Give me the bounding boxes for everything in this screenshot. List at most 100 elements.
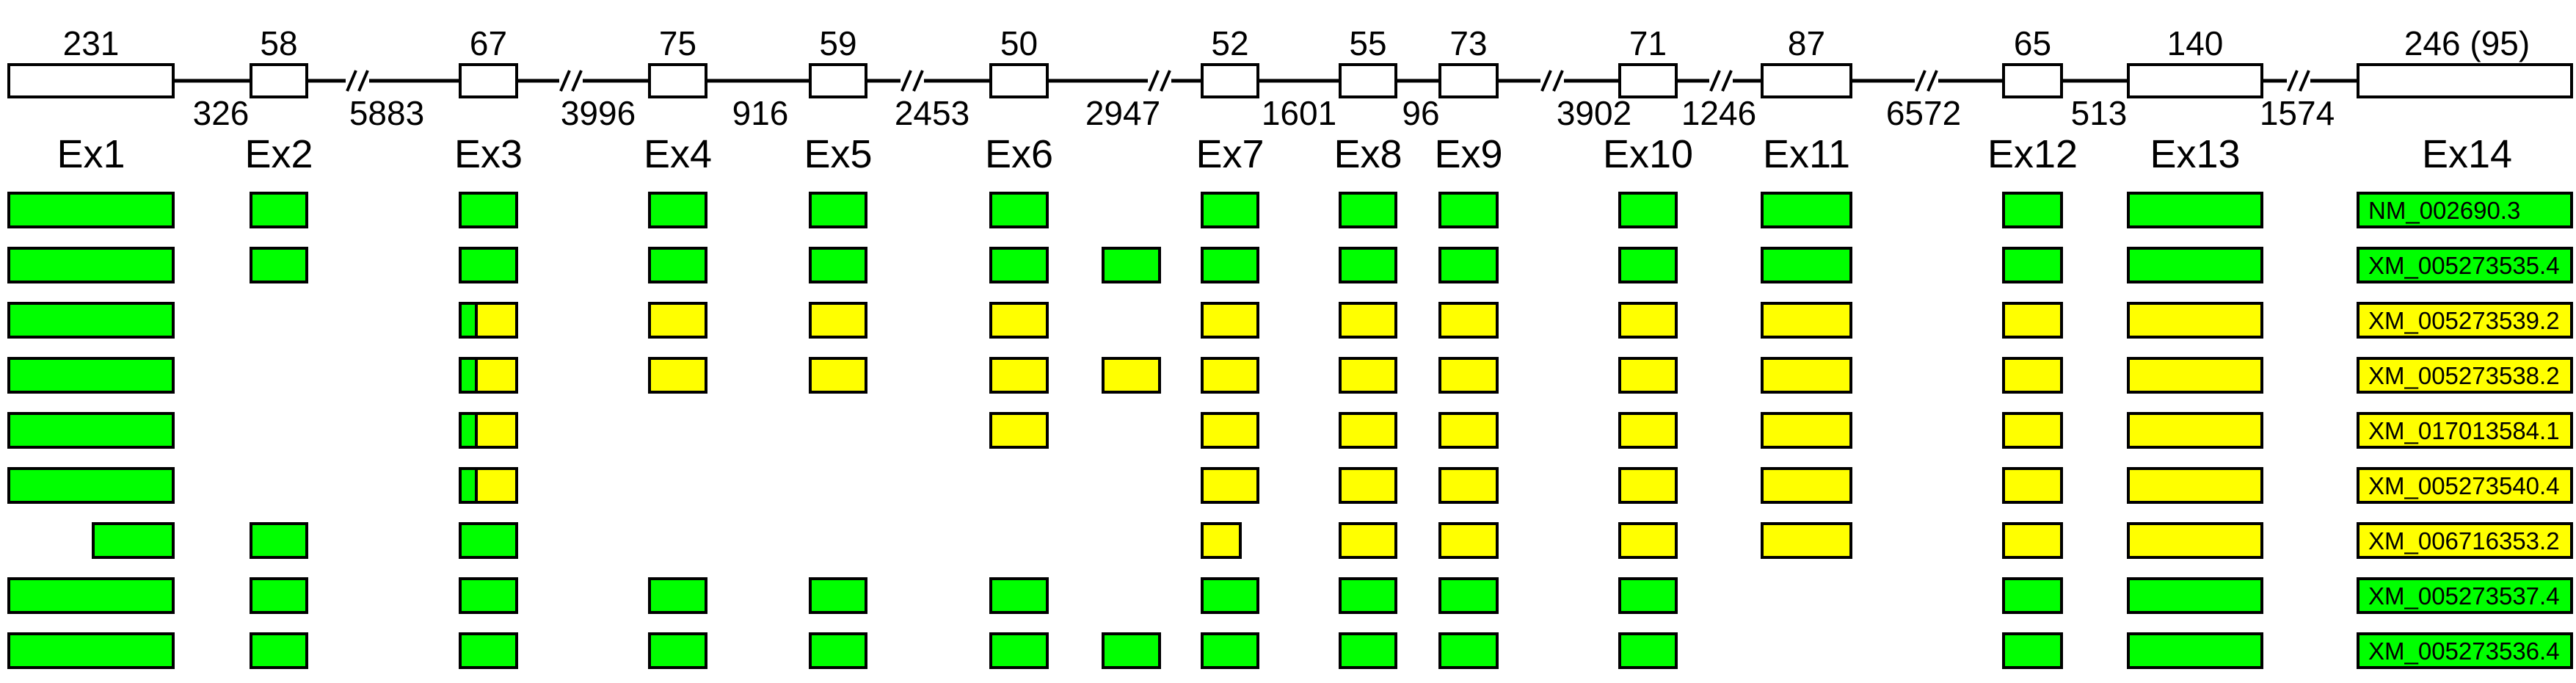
backbone-exon-box-3 [459, 63, 518, 98]
exon-size-label: 52 [1211, 24, 1248, 62]
axis-break-mark [346, 70, 369, 92]
exon-name-label: Ex5 [804, 132, 872, 176]
exon-block-ex7 [1201, 357, 1259, 394]
exon-block-ex6 [989, 577, 1049, 614]
exon-block-ex8 [1339, 357, 1397, 394]
exon-block-ex3 [459, 577, 518, 614]
exon-block-ex9 [1438, 577, 1499, 614]
exon-block-ex2 [250, 247, 308, 283]
transcript-label-box [2357, 247, 2573, 283]
exon-size-label: 87 [1788, 24, 1825, 62]
exon-block-ex5 [809, 192, 867, 228]
exon-block-ex3 [459, 522, 518, 559]
exon-block-ex10 [1618, 302, 1678, 339]
exon-block-ex1 [7, 632, 175, 669]
axis-break-mark [1148, 70, 1171, 92]
transcript-row: XM_005273537.4 [7, 577, 2573, 614]
exon-block-ex6 [989, 412, 1049, 449]
transcript-accession-label: XM_017013584.1 [2368, 417, 2560, 444]
exon-size-label: 231 [63, 24, 120, 62]
backbone-exon-box-14 [2357, 63, 2573, 98]
exon-block-ex11 [1761, 467, 1852, 504]
transcript-label-box [2357, 302, 2573, 339]
exon-block-ex9 [1438, 467, 1499, 504]
axis-break-stroke [1160, 70, 1171, 92]
intron-size-label: 1246 [1681, 94, 1756, 132]
backbone-exon-box-12 [2002, 63, 2063, 98]
exon-block-ex2 [250, 577, 308, 614]
exon-block-ex4 [648, 302, 707, 339]
exon-block-ex12 [2002, 412, 2063, 449]
axis-break-mark [1540, 70, 1564, 92]
exon-block-ex5 [809, 357, 867, 394]
axis-break-mark [1709, 70, 1733, 92]
exon-block-ex6 [989, 192, 1049, 228]
exon-block-ex8 [1339, 302, 1397, 339]
exon-name-label: Ex13 [2150, 132, 2240, 176]
exon-block-ex3-green-segment [462, 305, 476, 336]
axis-break-mark [2287, 70, 2310, 92]
backbone-exon-box-11 [1761, 63, 1852, 98]
exon-block-ex9 [1438, 357, 1499, 394]
exon-block-ex4 [648, 632, 707, 669]
backbone-exon-box-1 [7, 63, 175, 98]
transcript-row: XM_006716353.2 [92, 522, 2573, 559]
backbone-exon-box-7 [1201, 63, 1259, 98]
backbone-exon-box-8 [1339, 63, 1397, 98]
transcript-accession-label: XM_005273536.4 [2368, 637, 2560, 665]
exon-block-ex8 [1339, 247, 1397, 283]
exon-block-ex10 [1618, 412, 1678, 449]
axis-break-mark [1915, 70, 1938, 92]
exon-block-ex10 [1618, 577, 1678, 614]
exon-size-label: 59 [819, 24, 856, 62]
exon-block-ex13 [2127, 192, 2263, 228]
backbone-exon-box-4 [648, 63, 707, 98]
exon-block-ex3 [459, 192, 518, 228]
axis-break-stroke [1148, 70, 1160, 92]
intron-size-label: 2453 [895, 94, 969, 132]
axis-break-stroke [1721, 70, 1733, 92]
exon-block-ex7 [1201, 522, 1242, 559]
exon-block-ex9 [1438, 192, 1499, 228]
axis-break-stroke [571, 70, 583, 92]
transcript-row: XM_005273538.2 [7, 357, 2573, 394]
exon-size-label: 58 [260, 24, 297, 62]
intron-size-label: 326 [193, 94, 250, 132]
exon-name-label: Ex8 [1334, 132, 1402, 176]
exon-block-ex6 [989, 302, 1049, 339]
exon-block-ex6 [989, 357, 1049, 394]
exon-block-ex7 [1201, 247, 1259, 283]
transcript-row: XM_005273540.4 [7, 467, 2573, 504]
transcript-row: XM_005273536.4 [7, 632, 2573, 669]
exon-block-ex8 [1339, 467, 1397, 504]
intron-size-label: 3902 [1557, 94, 1631, 132]
exon-name-label: Ex9 [1434, 132, 1502, 176]
exon-block-ex11 [1761, 412, 1852, 449]
backbone-exon-box-10 [1618, 63, 1678, 98]
axis-break-stroke [1926, 70, 1938, 92]
transcript-accession-label: XM_006716353.2 [2368, 527, 2560, 554]
backbone-exon-box-6 [989, 63, 1049, 98]
exon-block-ex7 [1201, 632, 1259, 669]
exon-block-ex6 [989, 632, 1049, 669]
exon-block-ex11 [1761, 247, 1852, 283]
gene-backbone [7, 63, 2573, 98]
intron-size-label: 916 [732, 94, 789, 132]
exon-size-label: 246 (95) [2404, 24, 2530, 62]
exon-block-ex3 [459, 247, 518, 283]
exon-block-ex10 [1618, 192, 1678, 228]
exon-block-ex9 [1438, 522, 1499, 559]
exon-block-ex10 [1618, 632, 1678, 669]
exon-block-ex11 [1761, 357, 1852, 394]
exon-block-ex5 [809, 632, 867, 669]
intron-size-label: 3996 [561, 94, 636, 132]
exon-block-ex4 [648, 247, 707, 283]
exon-block-ex9 [1438, 412, 1499, 449]
transcript-accession-label: XM_005273539.2 [2368, 307, 2560, 334]
axis-break-stroke [1709, 70, 1721, 92]
exon-block-ex12 [2002, 247, 2063, 283]
axis-break-stroke [2287, 70, 2299, 92]
transcript-label-box [2357, 577, 2573, 614]
transcript-accession-label: XM_005273535.4 [2368, 252, 2560, 279]
